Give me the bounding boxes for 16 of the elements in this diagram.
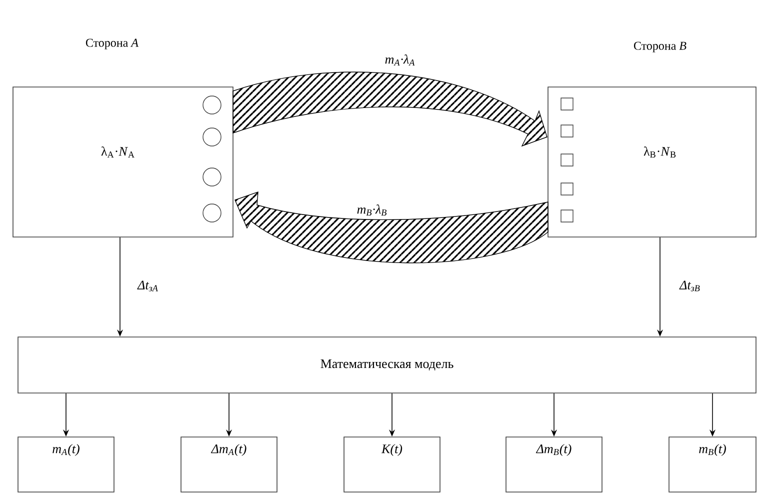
hatched-arrow (234, 192, 548, 264)
edge-label: Δt$_{зA}$ (136, 280, 160, 292)
edge-label: m$_{A}$·λ$_{A}$ (384, 54, 416, 67)
process-box: Математическая модель (18, 336, 756, 394)
edge-label: Δt$_{зB}$ (678, 280, 702, 292)
process-box: K(t) (344, 436, 440, 492)
edge-label: m$_{B}$·λ$_{B}$ (356, 204, 388, 216)
hatched-arrow (232, 72, 548, 146)
process-box: Δm$_{B}$(t) (506, 436, 602, 492)
box-label: λ$_{A}$·N$_{A}$ (101, 146, 134, 158)
side-heading: Сторона A (86, 38, 139, 50)
process-box: Δm$_{A}$(t) (180, 436, 278, 492)
side-heading: Сторона B (634, 42, 686, 52)
box-label: λ$_{B}$·N$_{B}$ (644, 146, 676, 158)
process-box: m$_{A}$(t) (18, 436, 114, 492)
process-box: m$_{B}$(t) (668, 436, 756, 492)
